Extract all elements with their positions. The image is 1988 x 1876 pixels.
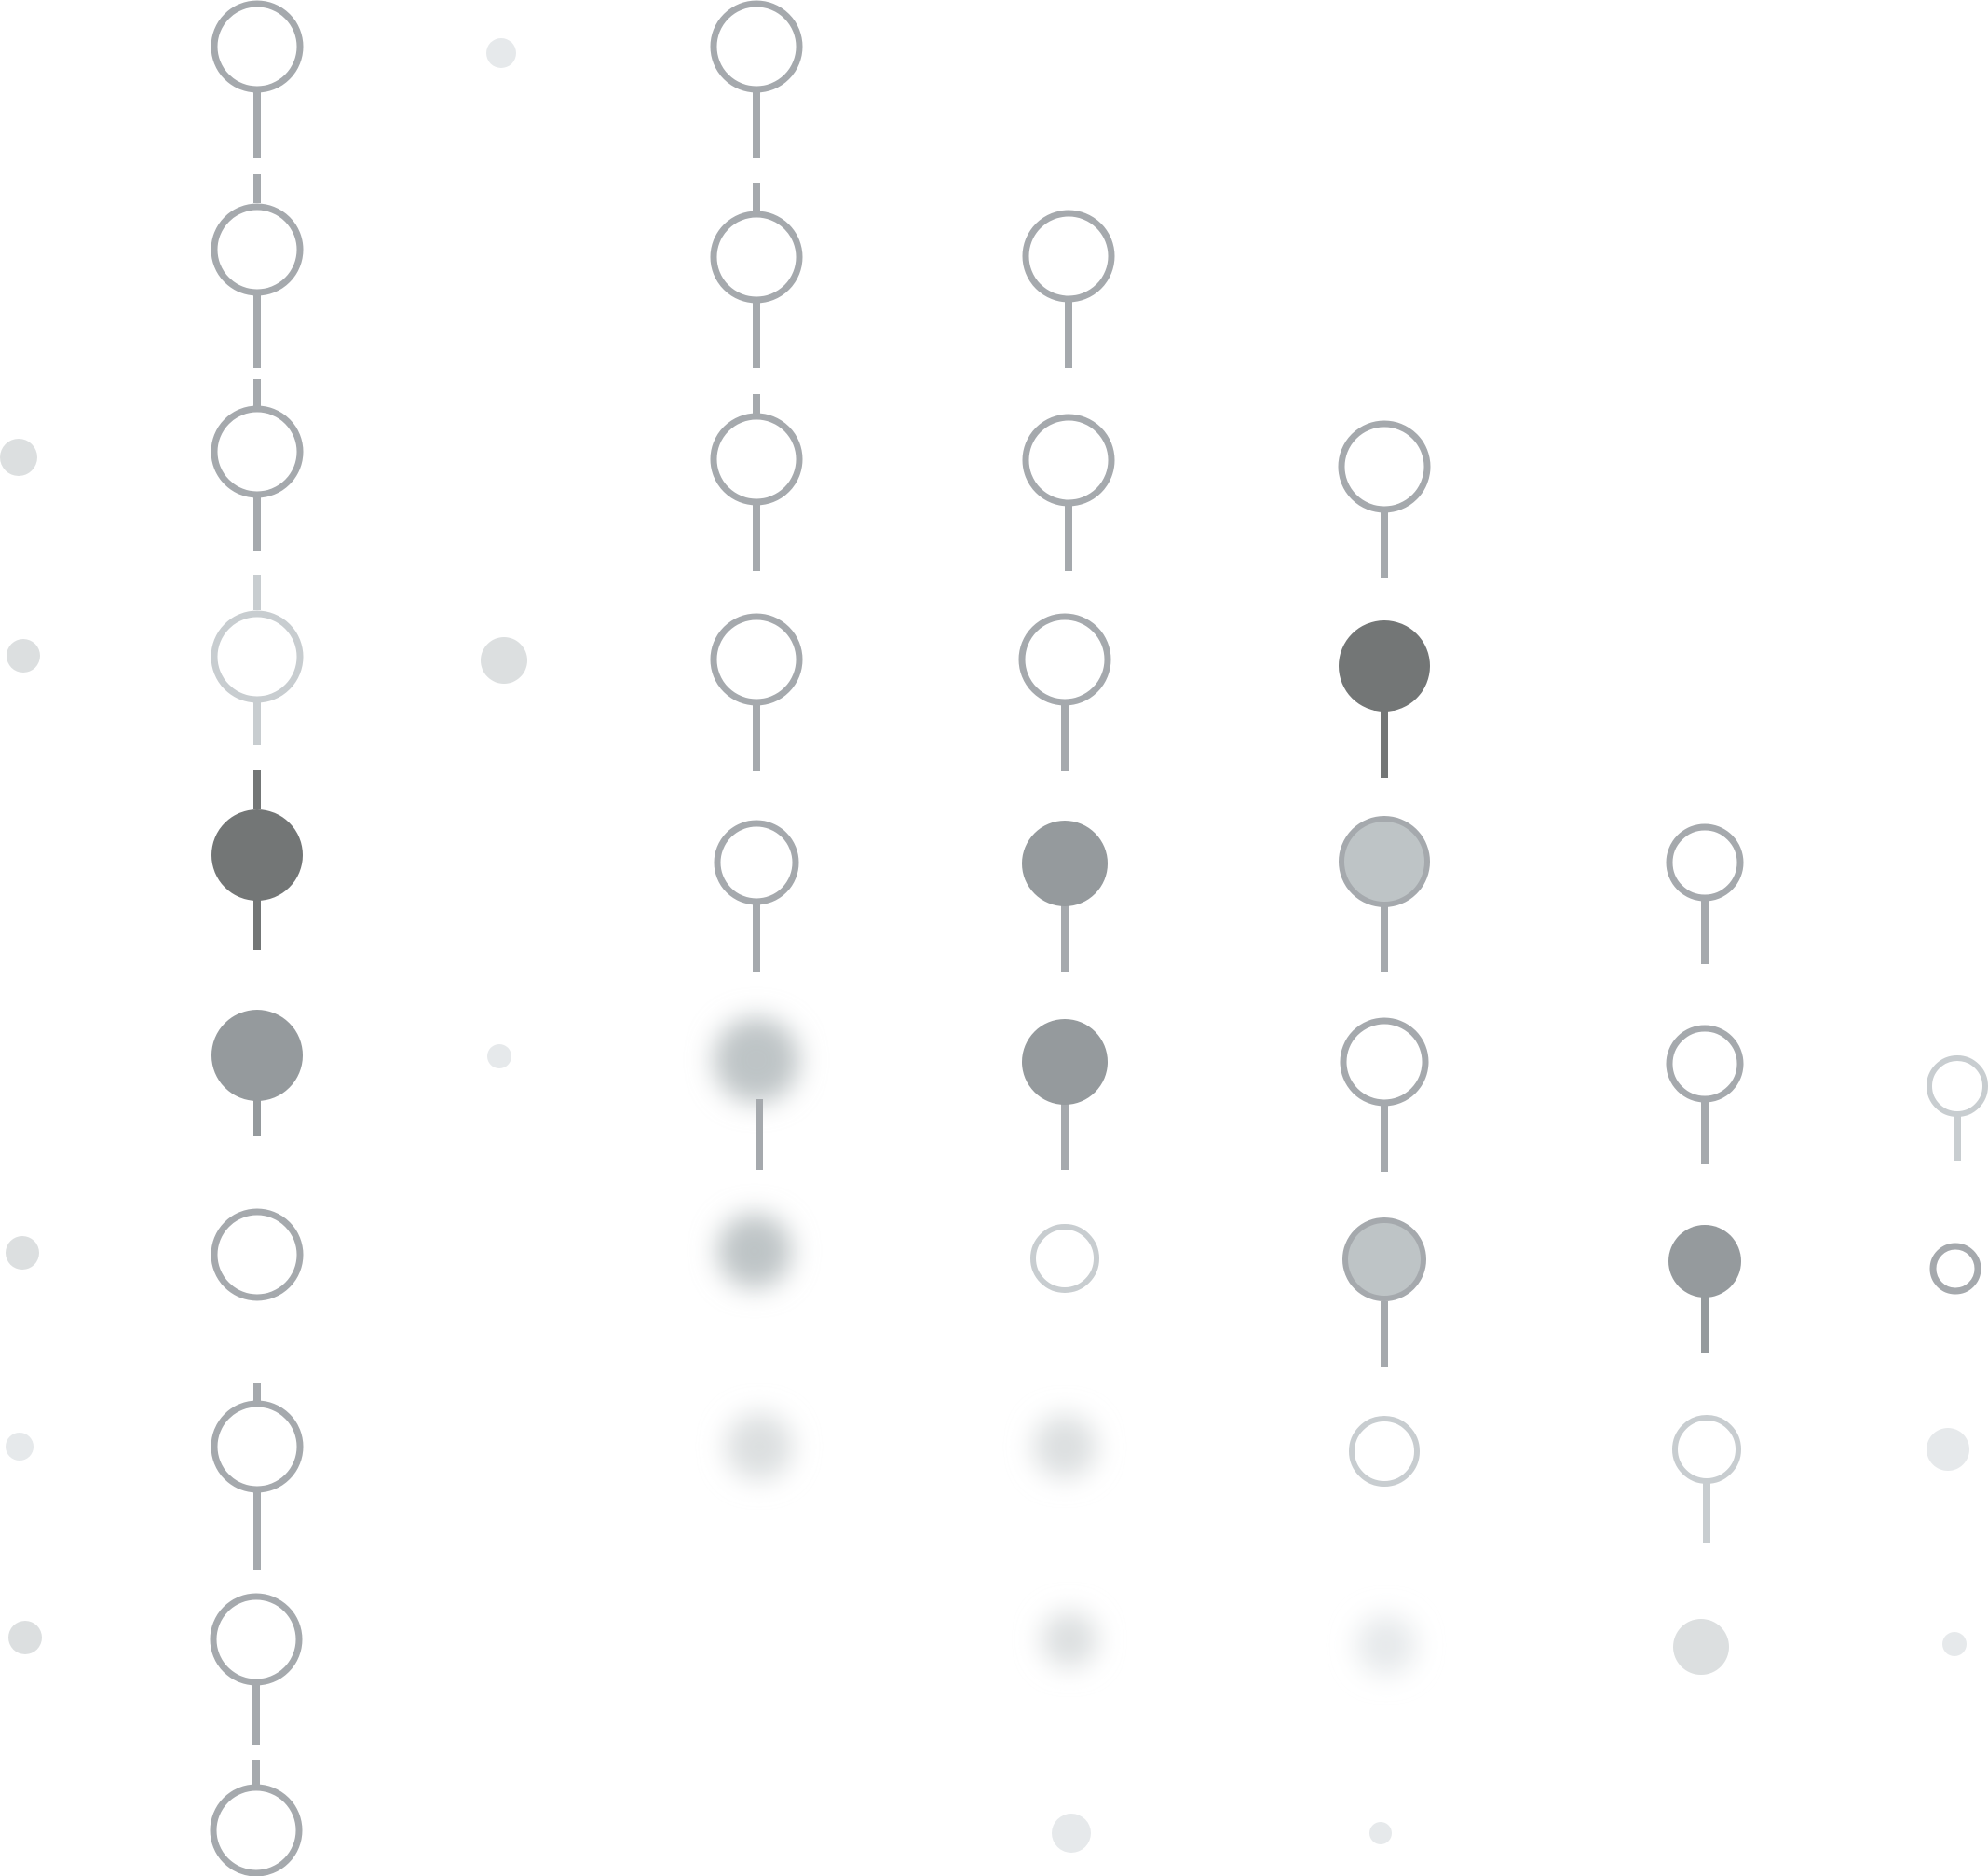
ring-node	[211, 0, 304, 93]
blurred-dot	[1042, 1611, 1097, 1667]
filled-node	[1022, 821, 1108, 906]
small-dot	[1942, 1632, 1967, 1656]
ring-node	[714, 820, 799, 905]
ring-node	[1022, 414, 1115, 507]
ring-node	[1338, 420, 1431, 513]
small-dot	[7, 639, 40, 673]
ring-node	[1349, 1416, 1420, 1487]
filled-node	[211, 809, 303, 901]
blurred-dot	[1356, 1615, 1416, 1675]
small-dot	[6, 1236, 39, 1270]
ring-node	[211, 1400, 304, 1493]
ring-node	[211, 1208, 304, 1301]
small-dot	[487, 1044, 511, 1068]
small-dot	[1927, 1428, 1969, 1471]
ring-node	[1672, 1415, 1741, 1484]
blurred-dot	[726, 1413, 793, 1480]
ring-node	[1666, 823, 1744, 902]
ring-node	[1929, 1243, 1981, 1295]
ring-node	[710, 0, 803, 93]
small-dot	[8, 1621, 42, 1654]
small-dot	[1369, 1822, 1392, 1844]
ring-node	[211, 203, 304, 296]
ring-node	[710, 613, 803, 706]
ring-node	[710, 413, 803, 506]
filled-node	[1022, 1019, 1108, 1105]
blurred-dot	[714, 1017, 799, 1103]
ring-node	[1666, 1025, 1744, 1103]
small-dot	[486, 38, 516, 68]
ring-node	[210, 1784, 303, 1876]
filled-node	[1339, 816, 1430, 907]
blurred-dot	[1033, 1415, 1096, 1478]
ring-node	[1927, 1055, 1988, 1117]
small-dot	[0, 439, 37, 476]
ring-node	[1030, 1224, 1099, 1293]
filled-node	[1339, 620, 1430, 712]
small-dot	[1673, 1619, 1729, 1675]
filled-node	[1668, 1225, 1741, 1298]
ring-node	[1022, 210, 1115, 303]
ring-node	[211, 405, 304, 498]
filled-node	[1342, 1217, 1426, 1301]
small-dot	[6, 1433, 34, 1461]
ring-node	[1340, 1017, 1429, 1107]
ring-node	[211, 610, 304, 703]
ring-node	[710, 211, 803, 304]
ring-node	[1018, 613, 1111, 706]
blurred-dot	[717, 1214, 792, 1288]
small-dot	[481, 637, 527, 684]
filled-node	[211, 1010, 303, 1101]
small-dot	[1052, 1814, 1091, 1853]
ring-node	[210, 1593, 303, 1686]
